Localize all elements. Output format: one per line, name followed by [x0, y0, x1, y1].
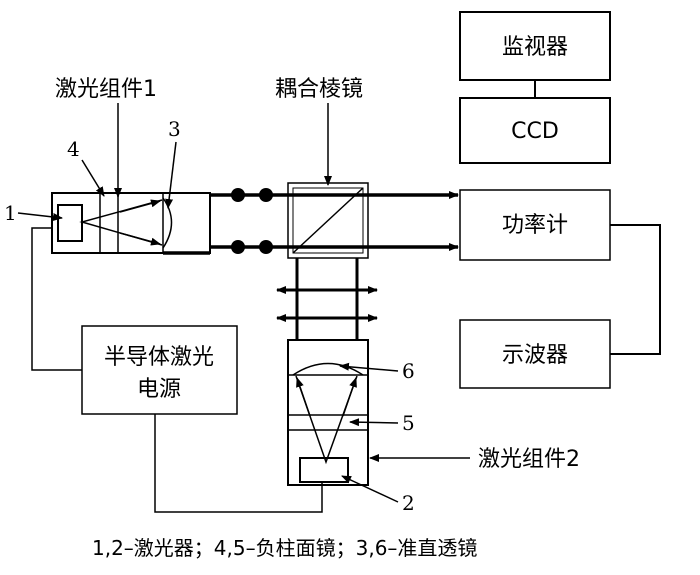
- power-supply-label-line2: 电源: [137, 377, 181, 402]
- collimating-lens-6: [292, 362, 364, 376]
- label-laser-assembly-2: 激光组件2: [478, 447, 580, 472]
- oscilloscope-label: 示波器: [502, 343, 568, 368]
- wire-supply-to-laser2: [154, 414, 323, 513]
- power-supply-label-line1: 半导体激光: [104, 345, 214, 370]
- number-4: 4: [67, 137, 80, 161]
- leader-2: [341, 475, 399, 503]
- leader-3: [165, 141, 177, 209]
- laser-assembly-1: [51, 192, 211, 255]
- laser-assembly-2: [287, 339, 369, 486]
- wire-supply-to-laser1: [31, 227, 82, 371]
- figure-caption: 1,2–激光器；4,5–负柱面镜；3,6–准直透镜: [92, 536, 477, 560]
- number-5: 5: [402, 411, 415, 435]
- monitor-box: 监视器: [459, 11, 611, 81]
- power-meter-box: 功率计: [459, 189, 611, 261]
- label-laser-assembly-1: 激光组件1: [55, 77, 157, 102]
- monitor-label: 监视器: [502, 35, 568, 60]
- collimating-lens-3: [162, 197, 173, 249]
- number-3: 3: [168, 117, 181, 141]
- power-supply-box: 半导体激光 电源: [81, 325, 238, 415]
- power-meter-label: 功率计: [502, 213, 568, 238]
- polarization-dot: [231, 240, 245, 254]
- polarization-dot: [259, 188, 273, 202]
- leader-4: [81, 159, 105, 197]
- laser-chip-1: [57, 204, 83, 242]
- oscilloscope-box: 示波器: [459, 319, 611, 389]
- laser-chip-2: [299, 457, 349, 483]
- ccd-box: CCD: [459, 97, 611, 164]
- label-coupling-prism: 耦合棱镜: [275, 77, 363, 102]
- polarization-dot: [259, 240, 273, 254]
- meter-oscilloscope-wire: [610, 224, 661, 355]
- leader-5: [349, 418, 399, 427]
- leader-1: [17, 212, 63, 221]
- number-6: 6: [402, 359, 415, 383]
- number-1: 1: [4, 201, 17, 225]
- leader-6: [339, 362, 399, 372]
- number-2: 2: [402, 491, 415, 515]
- polarization-dot: [231, 188, 245, 202]
- ccd-label: CCD: [511, 119, 559, 144]
